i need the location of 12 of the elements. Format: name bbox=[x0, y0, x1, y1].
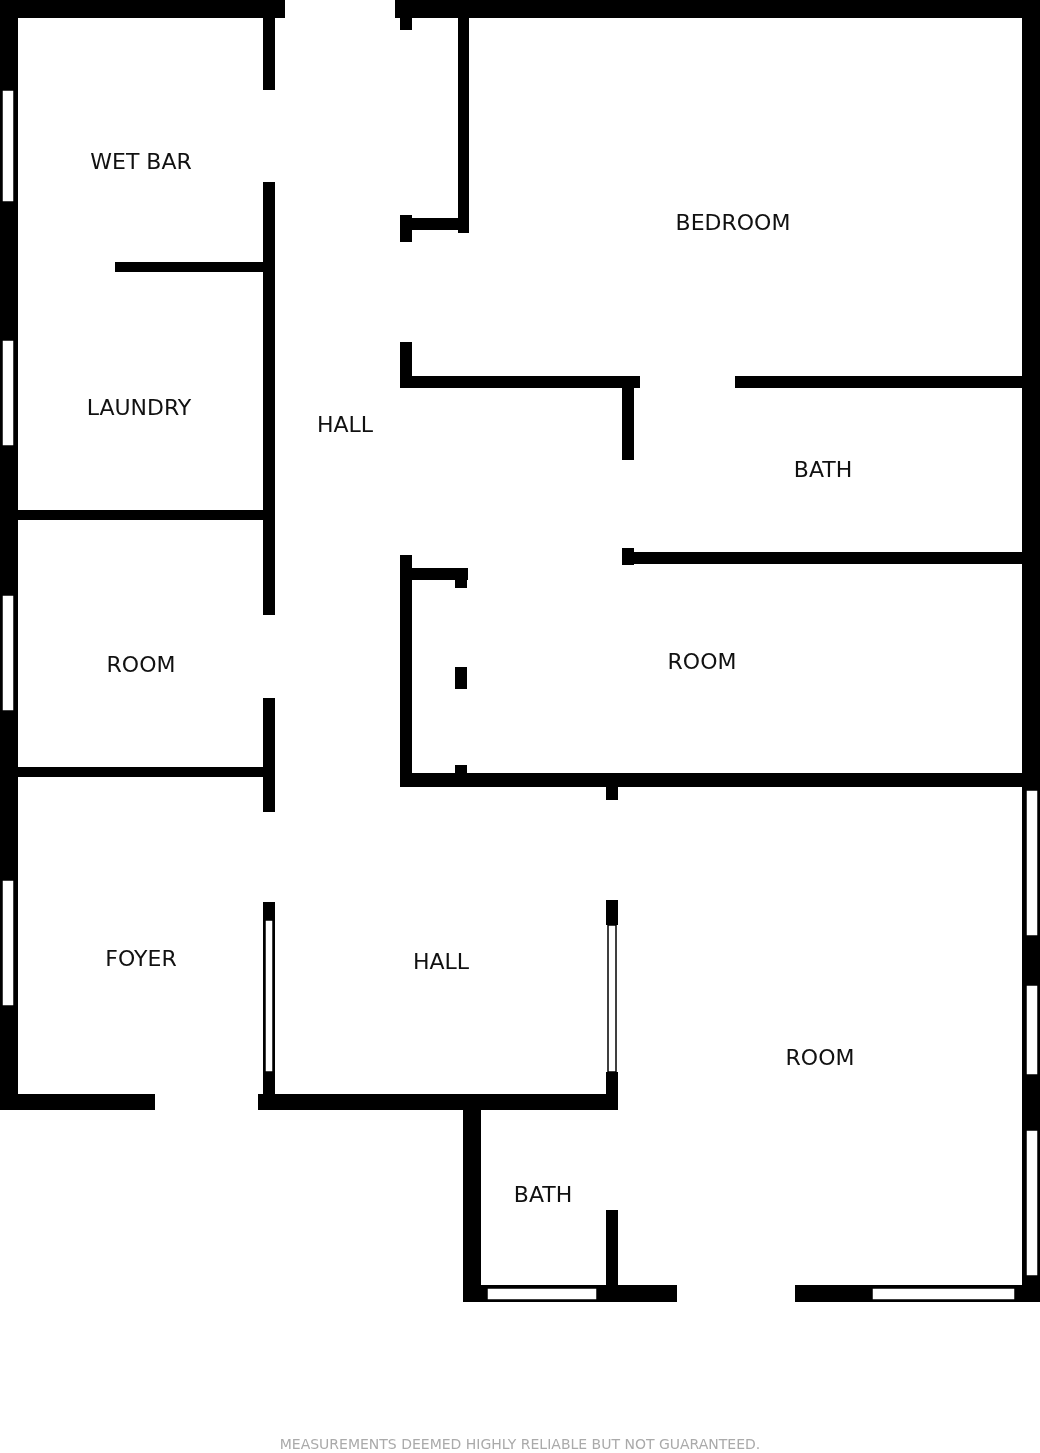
room-label: WET BAR bbox=[90, 148, 192, 174]
room-label: BATH bbox=[513, 1181, 573, 1207]
room-label: ROOM bbox=[667, 648, 737, 674]
disclaimer-note: MEASUREMENTS DEEMED HIGHLY RELIABLE BUT NOT GUARANTEED. bbox=[278, 1436, 762, 1452]
room-label: ROOM bbox=[785, 1044, 855, 1070]
room-label: LAUNDRY bbox=[86, 394, 192, 420]
room-label: BATH bbox=[793, 456, 853, 482]
room-label: HALL bbox=[316, 411, 374, 437]
room-label: BEDROOM bbox=[675, 209, 791, 235]
room-label: FOYER bbox=[105, 945, 177, 971]
room-label: ROOM bbox=[106, 651, 176, 677]
room-label: HALL bbox=[412, 948, 470, 974]
